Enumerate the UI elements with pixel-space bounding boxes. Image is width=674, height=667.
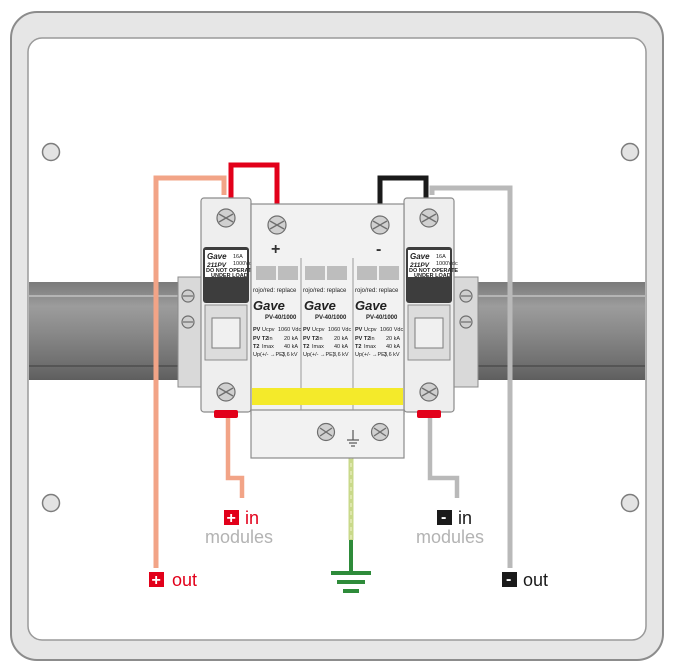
- surge-protector: [250, 203, 405, 459]
- module2-spec-3-name: Imax: [312, 344, 324, 350]
- right-isolator-rating-1: 16A: [436, 254, 446, 260]
- pos-out-sign: +: [152, 572, 161, 589]
- module1-spec-4-name: Up(+/- →PE): [253, 352, 285, 358]
- pos-in-sub: modules: [205, 527, 273, 547]
- module2-model: PV-40/1000: [315, 315, 347, 321]
- module1-spec-2-value: 20 kA: [284, 336, 298, 342]
- module1-brand: Gave: [253, 298, 285, 313]
- module3-spec-3-name: Imax: [364, 344, 376, 350]
- neg-in-text: in: [458, 508, 472, 528]
- polarity-plus: +: [271, 241, 280, 258]
- left-isolator-warning-2: UNDER LOAD: [211, 273, 248, 279]
- module2-spec-2-tag: PV T2: [303, 336, 318, 342]
- module1-spec-1-value: 1060 Vdc: [278, 327, 301, 333]
- mount-hole-br: [620, 493, 640, 513]
- module1-spec-4-value: 3,6 kV: [282, 352, 298, 358]
- module2-spec-3-value: 40 kA: [334, 344, 348, 350]
- module1-spec-3-value: 40 kA: [284, 344, 298, 350]
- left-isolator-brand: Gave: [207, 252, 227, 261]
- pos-in-sign: +: [227, 510, 236, 527]
- neg-out-sign-box: [502, 572, 517, 587]
- module2-brand: Gave: [304, 298, 336, 313]
- module2-spec-2-value: 20 kA: [334, 336, 348, 342]
- module3-spec-4-value: 3,6 kV: [384, 352, 400, 358]
- module1-spec-1-name: Ucpv: [262, 327, 275, 333]
- module2-spec-1-name: Ucpv: [312, 327, 325, 333]
- module2-spec-1-value: 1060 Vdc: [328, 327, 351, 333]
- module3-spec-2-name: In: [370, 336, 375, 342]
- right-isolator-warning-1: DO NOT OPERATE: [409, 268, 458, 274]
- module1-replace-text: rojo/red: replace: [253, 288, 297, 294]
- neg-in-sub: modules: [416, 527, 484, 547]
- mount-hole-tr: [620, 142, 640, 162]
- module3-spec-1-tag: PV: [355, 327, 363, 333]
- right-isolator-brand: Gave: [410, 252, 430, 261]
- neg-bridge-wire: [377, 175, 429, 205]
- module2-spec-3-tag: T2: [303, 344, 309, 350]
- module3-model: PV-40/1000: [366, 315, 398, 321]
- module2-spec-4-value: 3,6 kV: [333, 352, 349, 358]
- neg-out-wire: [429, 185, 513, 568]
- module3-spec-3-value: 40 kA: [386, 344, 400, 350]
- left-isolator-rating-2: 1000Vdc: [233, 261, 255, 267]
- module2-replace-text: rojo/red: replace: [303, 288, 347, 294]
- left-isolator-rating-1: 16A: [233, 254, 243, 260]
- module3-replace-text: rojo/red: replace: [355, 288, 399, 294]
- left-isolator-model: 211PV: [206, 262, 227, 269]
- module3-brand: Gave: [355, 298, 387, 313]
- right-isolator-warning-2: UNDER LOAD: [414, 273, 451, 279]
- neg-in-sign: -: [441, 509, 446, 526]
- module3-spec-2-value: 20 kA: [386, 336, 400, 342]
- pos-in-wire: [225, 410, 245, 498]
- right-isolator-rating-2: 1000Vdc: [436, 261, 458, 267]
- module3-spec-3-tag: T2: [355, 344, 361, 350]
- module3-spec-1-value: 1060 Vdc: [380, 327, 403, 333]
- pos-in-sign-box: [224, 510, 239, 525]
- pos-out-text: out: [172, 570, 197, 590]
- neg-out-sign: -: [506, 571, 511, 588]
- module3-spec-4-name: Up(+/- →PE): [355, 352, 387, 358]
- module3-spec-2-tag: PV T2: [355, 336, 370, 342]
- mount-hole-bl: [41, 493, 61, 513]
- right-isolator-model: 211PV: [409, 262, 430, 269]
- module2-spec-1-tag: PV: [303, 327, 311, 333]
- module2-spec-4-name: Up(+/- →PE): [303, 352, 335, 358]
- earth-ground-icon: [331, 540, 371, 593]
- pos-bridge-wire: [228, 162, 280, 205]
- neg-out-text: out: [523, 570, 548, 590]
- module1-spec-2-tag: PV T2: [253, 336, 268, 342]
- module2-spec-2-name: In: [318, 336, 323, 342]
- module1-spec-2-name: In: [268, 336, 273, 342]
- module1-spec-1-tag: PV: [253, 327, 261, 333]
- module3-spec-1-name: Ucpv: [364, 327, 377, 333]
- left-isolator: [177, 197, 252, 418]
- module1-spec-3-tag: T2: [253, 344, 259, 350]
- polarity-minus: -: [376, 241, 381, 258]
- neg-in-sign-box: [437, 510, 452, 525]
- left-isolator-warning-1: DO NOT OPERATE: [206, 268, 255, 274]
- module1-spec-3-name: Imax: [262, 344, 274, 350]
- mount-hole-tl: [41, 142, 61, 162]
- pos-out-wire: [153, 175, 227, 568]
- neg-in-wire: [427, 410, 460, 498]
- pos-out-sign-box: [149, 572, 164, 587]
- module1-model: PV-40/1000: [265, 315, 297, 321]
- right-isolator: [403, 197, 479, 418]
- pos-in-text: in: [245, 508, 259, 528]
